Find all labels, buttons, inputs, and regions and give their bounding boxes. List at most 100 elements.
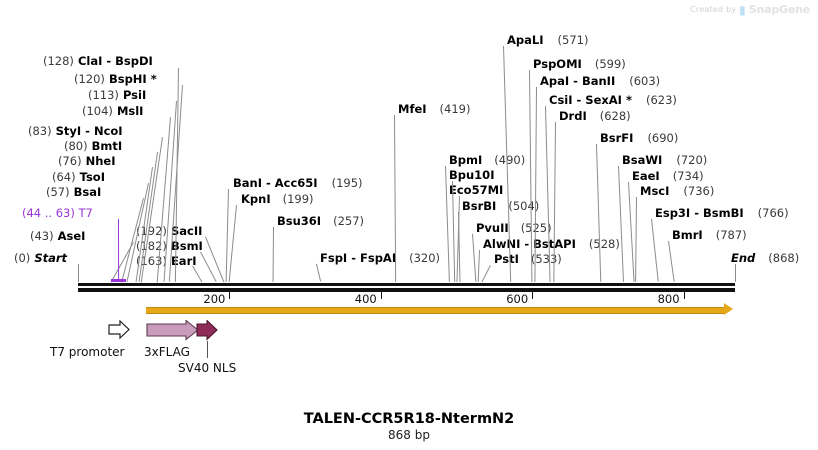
watermark-prefix: Created by [690, 5, 737, 14]
enzyme-name: ClaI - BspDI [77, 54, 153, 68]
enzyme-label-alwni-bstapi[interactable]: AlwNI - BstAPI (528) [483, 238, 620, 250]
snapgene-watermark: Created by ▮ SnapGene [690, 3, 810, 16]
enzyme-name: BmtI [91, 139, 123, 153]
enzyme-label-bpmi[interactable]: BpmI (490) [449, 154, 525, 166]
enzyme-name: MscI [640, 184, 670, 198]
enzyme-label-apali[interactable]: ApaLI (571) [507, 33, 589, 47]
enzyme-leader-line [618, 165, 624, 282]
watermark-brand: SnapGene [748, 3, 810, 16]
enzyme-pos: (195) [331, 176, 363, 190]
enzyme-pos: (419) [439, 102, 471, 116]
enzyme-leader-line [735, 264, 736, 282]
enzyme-label-pvuii[interactable]: PvuII (525) [476, 221, 552, 235]
enzyme-label-bmri[interactable]: BmrI (787) [672, 229, 747, 241]
enzyme-pos: (571) [557, 33, 589, 47]
ruler-tick [229, 292, 231, 299]
enzyme-label-sacii[interactable]: (192) SacII [136, 224, 203, 238]
enzyme-label-apai-banii[interactable]: ApaI - BanII (603) [540, 75, 660, 87]
enzyme-label-csii-sexai[interactable]: CsiI - SexAI * (623) [549, 93, 677, 107]
enzyme-pos: (104) [82, 104, 113, 118]
enzyme-label-psii[interactable]: (113) PsiI [88, 89, 146, 101]
enzyme-name: BsaI [73, 185, 102, 199]
enzyme-pos: (163) [136, 254, 167, 268]
enzyme-leader-line [192, 265, 203, 282]
enzyme-leader-line [394, 114, 397, 282]
end-name: End [731, 251, 756, 265]
feature-label-t7-promoter[interactable]: T7 promoter [50, 345, 125, 359]
enzyme-name: CsiI - SexAI * [549, 93, 632, 107]
feature-label-3xflag[interactable]: 3xFLAG [144, 345, 190, 359]
enzyme-label-msli[interactable]: (104) MslI [82, 104, 144, 118]
enzyme-pos: (128) [43, 54, 74, 68]
enzyme-pos: (720) [676, 153, 708, 167]
enzyme-label-bsai[interactable]: (57) BsaI [46, 185, 102, 199]
end-pos: (868) [768, 251, 800, 265]
enzyme-name: SacII [170, 224, 203, 238]
enzyme-label-styi-ncoi[interactable]: (83) StyI - NcoI [28, 124, 123, 138]
enzyme-pos: (120) [74, 72, 105, 86]
sequence-backbone-bottom [78, 288, 735, 292]
enzyme-label-psti[interactable]: PstI (533) [494, 253, 562, 265]
enzyme-name: Bsu36I [277, 214, 322, 228]
start-label[interactable]: (0) Start [14, 251, 68, 265]
enzyme-label-bpu10i[interactable]: Bpu10I [449, 169, 494, 181]
enzyme-label-msci[interactable]: MscI (736) [640, 184, 715, 198]
enzyme-name: MslI [116, 104, 144, 118]
enzyme-label-pspomi[interactable]: PspOMI (599) [533, 58, 626, 70]
enzyme-pos: (525) [520, 221, 552, 235]
enzyme-label-eco57mi[interactable]: Eco57MI [449, 184, 503, 196]
enzyme-pos: (192) [136, 224, 167, 238]
start-name: Start [34, 251, 68, 265]
enzyme-pos: (736) [683, 184, 715, 198]
enzyme-pos: (199) [282, 192, 314, 206]
t7-name: T7 [78, 206, 93, 220]
enzyme-label-nhei[interactable]: (76) NheI [58, 154, 116, 168]
enzyme-leader-line [635, 197, 637, 283]
enzyme-leader-line [458, 211, 461, 282]
enzyme-label-bsmi[interactable]: (182) BsmI [136, 240, 203, 252]
enzyme-pos: (504) [508, 199, 540, 213]
enzyme-label-bsrbi[interactable]: BsrBI (504) [462, 199, 540, 213]
t7-promoter-marker[interactable] [111, 279, 126, 282]
enzyme-name: BspHI * [108, 72, 157, 86]
enzyme-name: EaeI [632, 169, 660, 183]
enzyme-pos: (257) [333, 214, 365, 228]
t7-promoter-arrow-icon[interactable] [107, 320, 131, 346]
enzyme-name: KpnI [241, 192, 271, 206]
enzyme-label-fspi-fspai[interactable]: FspI - FspAI (320) [320, 251, 441, 265]
feature-label-sv40-nls[interactable]: SV40 NLS [178, 361, 237, 375]
enzyme-name: NheI [85, 154, 116, 168]
enzyme-pos: (320) [409, 251, 441, 265]
enzyme-label-eaei[interactable]: EaeI (734) [632, 169, 704, 183]
enzyme-label-tsoi[interactable]: (64) TsoI [52, 170, 105, 184]
enzyme-label-bmti[interactable]: (80) BmtI [64, 139, 123, 153]
enzyme-label-bsrfi[interactable]: BsrFI (690) [600, 132, 678, 144]
enzyme-name: BsaWI [622, 153, 663, 167]
ruler-tick-label: 400 [354, 292, 377, 306]
enzyme-label-clai-bspdi[interactable]: (128) ClaI - BspDI [43, 54, 153, 68]
sv40-nls-arrow-icon[interactable] [196, 320, 220, 344]
enzyme-label-mfei[interactable]: MfeI (419) [398, 102, 471, 116]
enzyme-name: BsrBI [462, 199, 497, 213]
enzyme-label-asei[interactable]: (43) AseI [30, 230, 85, 242]
end-label[interactable]: End (868) [731, 251, 800, 265]
orf-arrow-bar[interactable] [146, 307, 725, 314]
enzyme-pos: (80) [64, 139, 88, 153]
enzyme-pos: (64) [52, 170, 76, 184]
enzyme-label-kpni[interactable]: KpnI (199) [241, 192, 314, 206]
enzyme-leader-line [225, 189, 229, 283]
enzyme-label-bsu36i[interactable]: Bsu36I (257) [277, 214, 365, 228]
enzyme-label-esp3i-bsmbi[interactable]: Esp3I - BsmBI (766) [655, 207, 789, 219]
enzyme-label-bsawi[interactable]: BsaWI (720) [622, 153, 708, 167]
enzyme-label-drdi[interactable]: DrdI (628) [559, 110, 631, 122]
enzyme-label-eari[interactable]: (163) EarI [136, 254, 197, 268]
enzyme-label-bsphi[interactable]: (120) BspHI * [74, 72, 157, 86]
enzyme-label-bani-acc65i[interactable]: BanI - Acc65I (195) [233, 176, 363, 190]
3xflag-arrow-icon[interactable] [146, 320, 200, 344]
snapgene-logo-icon: ▮ [739, 2, 746, 17]
t7-range: (44 .. 63) [22, 206, 75, 220]
enzyme-pos: (83) [28, 124, 52, 138]
feature-label-t7[interactable]: (44 .. 63) T7 [22, 206, 93, 220]
enzyme-leader-line [205, 236, 225, 282]
